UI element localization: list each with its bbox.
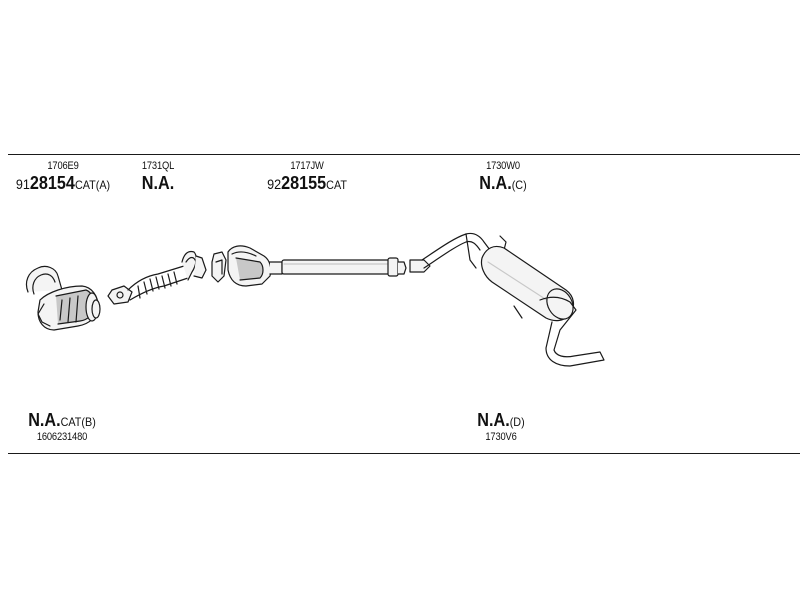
part-number: N.A.CAT(B): [28, 410, 96, 430]
part-reference: 1730V6: [485, 431, 517, 443]
part-reference: 1731QL: [141, 160, 175, 172]
part-number: N.A.: [141, 173, 175, 193]
catalytic-converter-a: [25, 265, 101, 331]
rear-silencer: [409, 232, 605, 367]
front-pipe: [107, 250, 207, 305]
top-divider-line: [8, 154, 800, 155]
middle-pipe-catalyst: [211, 245, 407, 287]
part-reference: 1606231480: [36, 431, 88, 443]
part-label-c: 1730W0 N.A.(C): [468, 160, 538, 194]
part-reference: 1730W0: [486, 160, 520, 172]
part-label-b: N.A.CAT(B) 1606231480: [16, 409, 108, 443]
part-number: N.A.(C): [479, 173, 527, 193]
part-label-a: 1706E9 9128154CAT(A): [2, 160, 124, 194]
part-number: 9228155CAT: [267, 173, 347, 193]
part-number: 9128154CAT(A): [15, 173, 111, 193]
part-number: N.A.(D): [477, 410, 525, 430]
part-label-d: N.A.(D) 1730V6: [470, 409, 532, 443]
part-label-middle: 1717JW 9228155CAT: [252, 160, 362, 194]
part-reference: 1706E9: [47, 160, 79, 172]
part-label-front-pipe: 1731QL N.A.: [128, 160, 188, 194]
part-reference: 1717JW: [290, 160, 324, 172]
bottom-divider-line: [8, 453, 800, 454]
